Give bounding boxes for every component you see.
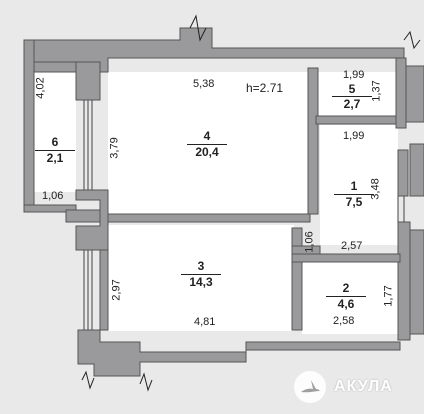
dimension-balcony-length: 4,02	[34, 77, 47, 99]
dimension-corridor-width: 1,06	[303, 231, 316, 253]
break-marks	[81, 14, 421, 392]
dimension-room4-height: 3,79	[108, 137, 121, 159]
dimension-room5-width: 1,99	[343, 69, 365, 81]
room-4-area: 20,4	[187, 144, 227, 159]
room-6-number: 6	[51, 135, 59, 149]
dimension-room2-width: 2,58	[333, 315, 355, 327]
dimension-balcony-width: 1,06	[42, 190, 64, 202]
ceiling-height: h=2.71	[246, 81, 284, 95]
room-1-number: 1	[350, 179, 358, 193]
room-2-number: 2	[342, 281, 350, 295]
room-4-number: 4	[203, 129, 211, 143]
akula-logo: АКУЛА	[294, 369, 418, 405]
room-3-area: 14,3	[181, 274, 221, 289]
room-2-area: 4,6	[326, 296, 366, 311]
dimension-room4-width: 5,38	[193, 78, 215, 90]
dimension-room3-height: 2,97	[110, 279, 123, 301]
windows	[83, 100, 405, 330]
logo-text: АКУЛА	[334, 378, 393, 395]
room-fills	[34, 72, 402, 334]
dimension-room3-width: 4,81	[194, 316, 216, 328]
dimension-room5-height: 1,37	[370, 80, 383, 102]
walls	[23, 27, 424, 377]
dimension-room2-height: 1,77	[382, 285, 395, 307]
dimension-room1-width: 1,99	[343, 130, 365, 142]
room-3-number: 3	[197, 259, 205, 273]
room-5-number: 5	[348, 82, 356, 96]
dimension-hall-width: 2,57	[341, 240, 363, 252]
room-1-area: 7,5	[334, 194, 374, 209]
room-5-area: 2,7	[332, 96, 372, 111]
room-6-area: 2,1	[35, 150, 75, 165]
shark-icon	[294, 371, 326, 403]
